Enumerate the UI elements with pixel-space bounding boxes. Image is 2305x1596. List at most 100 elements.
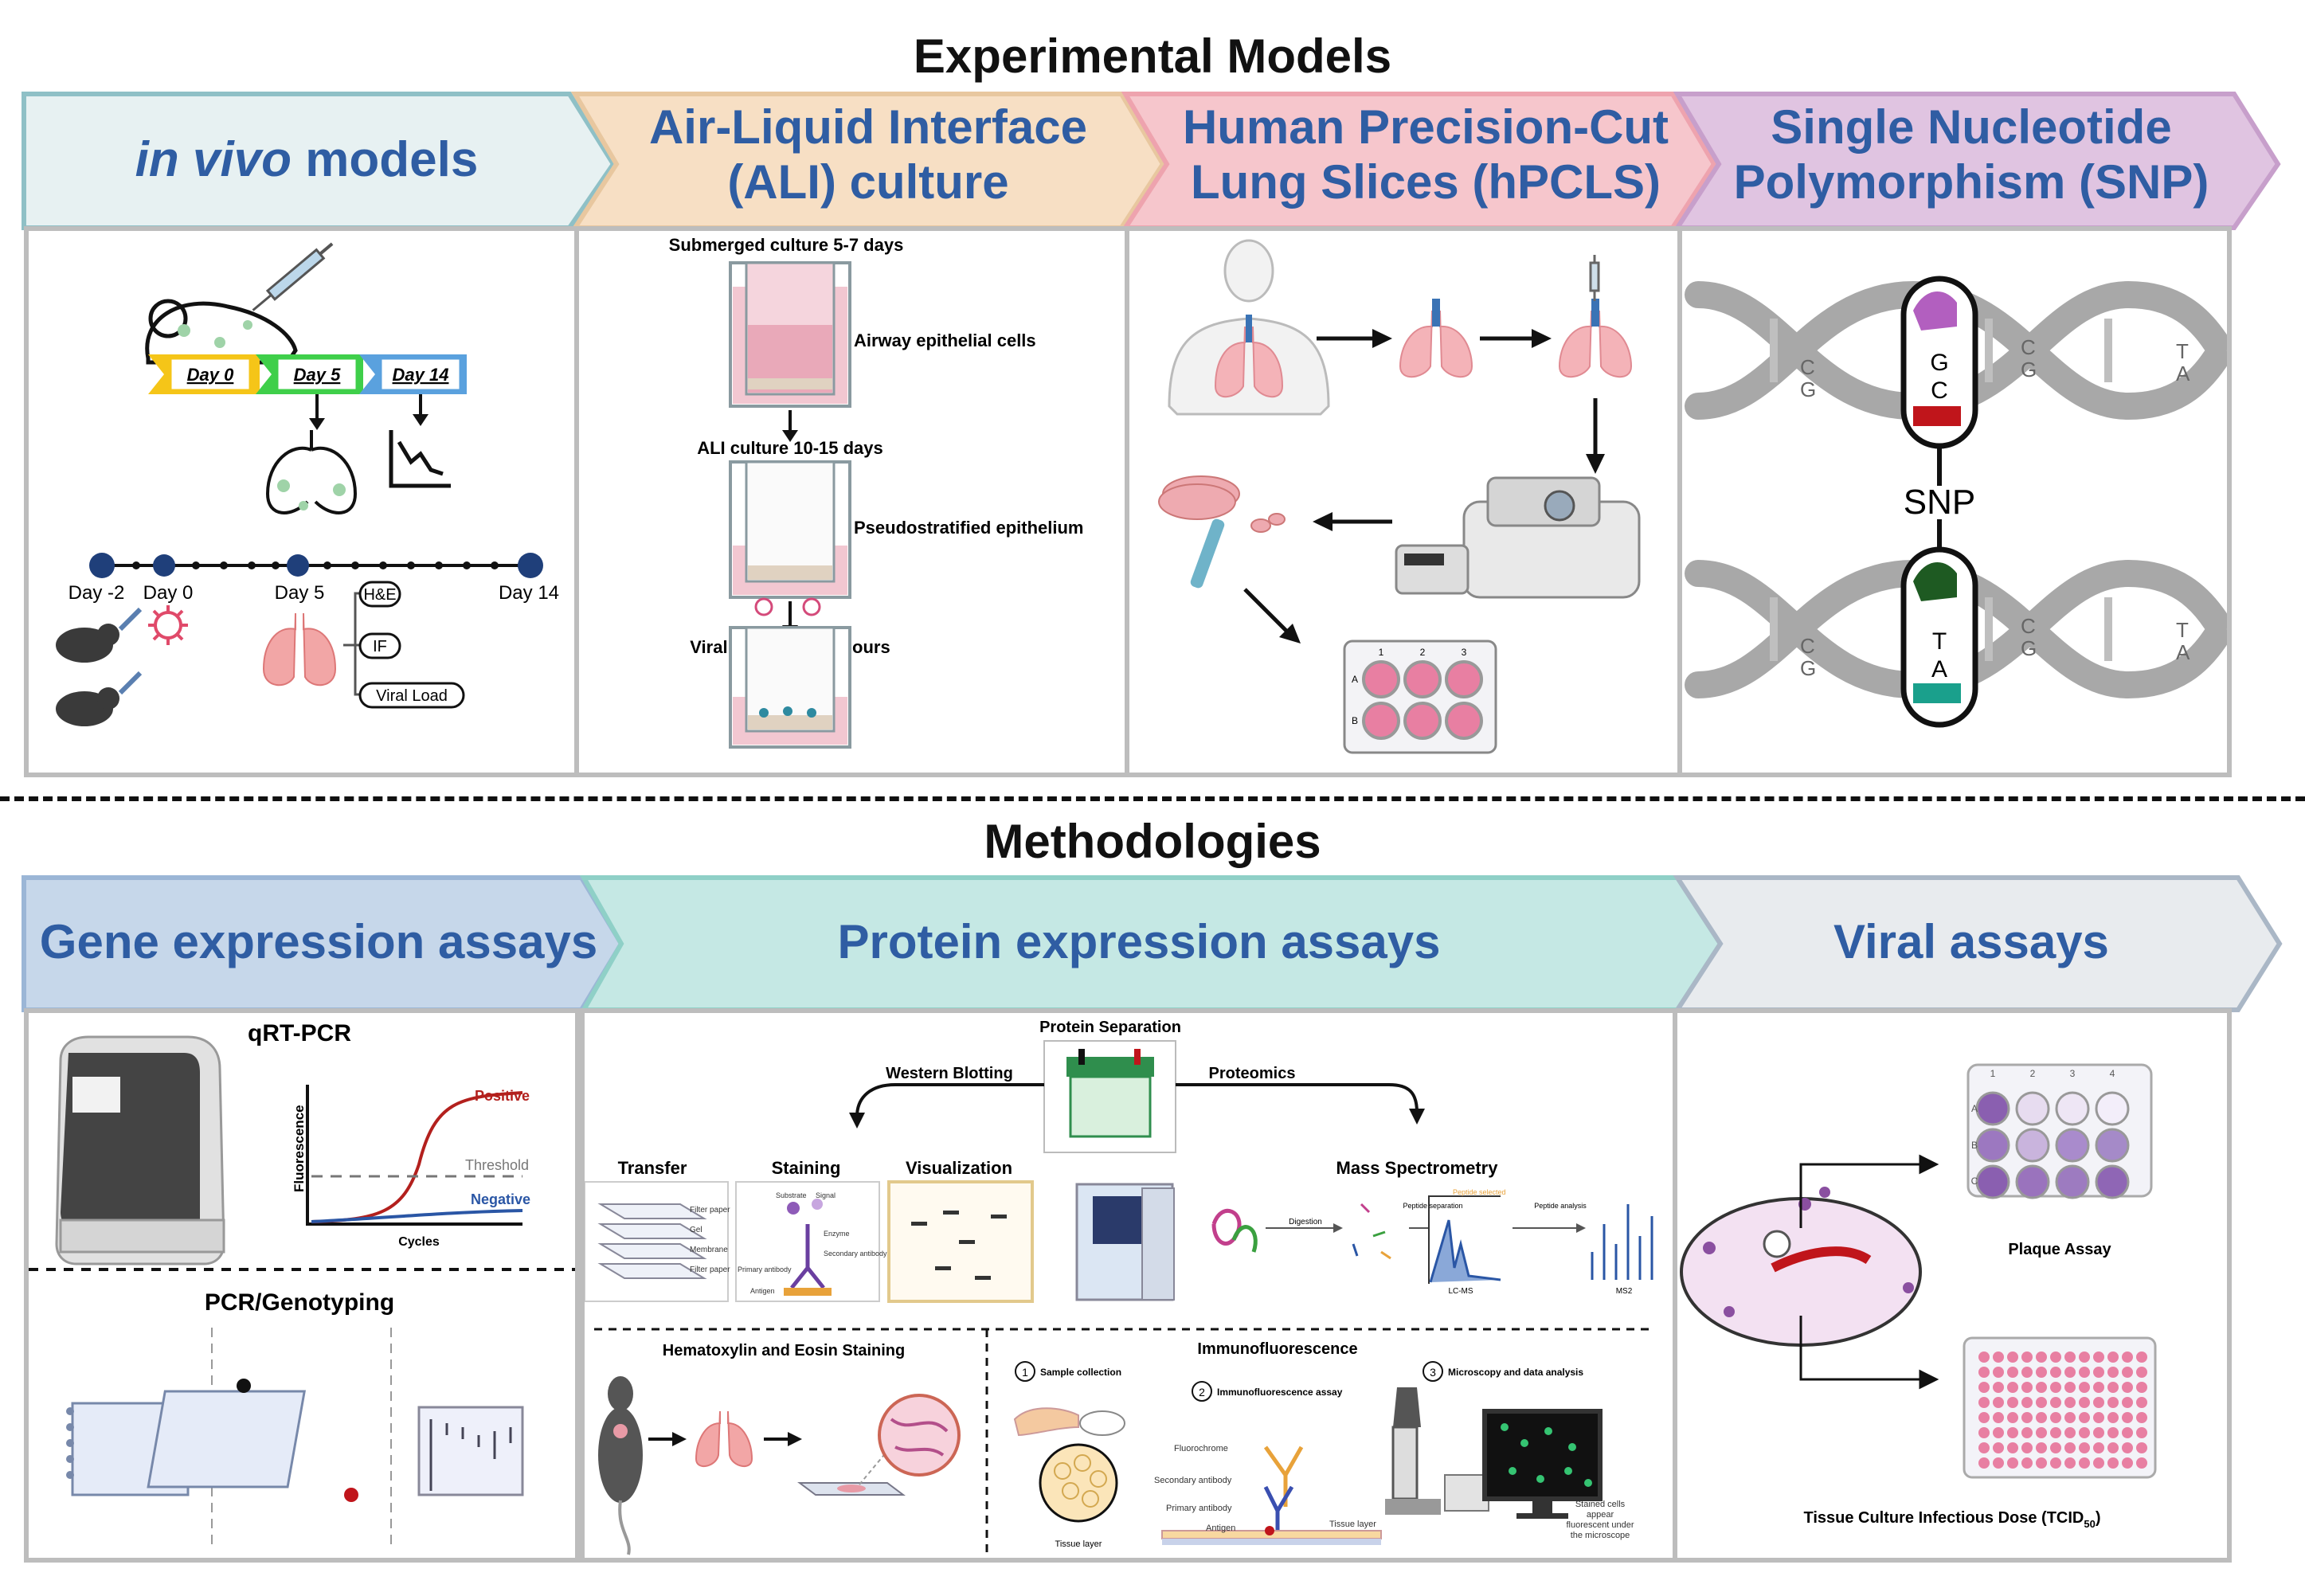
base-g-1: G xyxy=(1800,377,1816,401)
timeline-day-minus2: Day -2 xyxy=(68,582,125,604)
tcid50-well xyxy=(2122,1367,2133,1378)
plaque-well xyxy=(2095,1128,2130,1163)
gel-result-icon xyxy=(417,1406,524,1496)
lungs-injected-icon xyxy=(1558,310,1633,378)
tcid50-well xyxy=(2021,1442,2033,1453)
tcid50-label-end: ) xyxy=(2096,1509,2101,1527)
tcid50-well xyxy=(2007,1442,2018,1453)
enzyme-label: Enzyme xyxy=(824,1230,850,1238)
tcid50-well xyxy=(2079,1367,2090,1378)
tcid50-well xyxy=(1993,1427,2004,1438)
virus-pair-icon xyxy=(754,597,821,616)
base-g-4: G xyxy=(2021,636,2037,660)
tcid50-well xyxy=(2079,1427,2090,1438)
if-label: IF xyxy=(373,638,387,655)
tissue-layer-label: Tissue layer xyxy=(1055,1539,1102,1549)
tcid50-well xyxy=(2079,1412,2090,1423)
tcid50-well xyxy=(2050,1442,2061,1453)
transfer-label: Transfer xyxy=(618,1158,687,1178)
sds-page-icon xyxy=(1043,1040,1176,1153)
base-t-1: T xyxy=(2176,339,2189,363)
if-slide-icon xyxy=(1161,1526,1382,1545)
step-1-label: Sample collection xyxy=(1040,1367,1121,1378)
tcid50-well xyxy=(2093,1352,2104,1363)
day0-tag-label: Day 0 xyxy=(187,365,234,385)
tcid50-well xyxy=(2093,1382,2104,1393)
section-divider xyxy=(0,796,2305,801)
qpcr-machine-icon xyxy=(55,1035,225,1265)
rat-icon xyxy=(598,1376,643,1555)
ali-illustration: Submerged culture 5-7 days Airway epithe… xyxy=(669,235,1084,749)
methodologies-title: Methodologies xyxy=(984,815,1321,868)
if-secondary-label: Secondary antibody xyxy=(1154,1476,1232,1485)
tcid50-well xyxy=(2064,1397,2076,1408)
stained-cells-line2: appear xyxy=(1587,1510,1614,1520)
tcid50-well xyxy=(2093,1412,2104,1423)
tcid50-well xyxy=(1978,1397,1990,1408)
tcid50-well xyxy=(2136,1367,2147,1378)
vibratome-icon xyxy=(1395,476,1641,599)
tcid50-well xyxy=(2064,1412,2076,1423)
fluorochrome-label: Fluorochrome xyxy=(1174,1444,1228,1453)
tcid50-well xyxy=(1978,1382,1990,1393)
base-c-2: C xyxy=(1800,634,1815,658)
tcid50-well xyxy=(2007,1397,2018,1408)
virus-icon xyxy=(148,605,188,645)
base-c-top: C xyxy=(1931,377,1948,404)
strand-teal xyxy=(1913,683,1961,703)
fluorescence-axis-label: Fluorescence xyxy=(292,1105,307,1192)
base-g-2: G xyxy=(1800,656,1816,680)
methodologies-header-arrows xyxy=(22,875,2283,1012)
pcr-genotyping-title: PCR/Genotyping xyxy=(205,1289,394,1316)
hpcls-illustration: 1 2 3 A B xyxy=(1158,239,1641,754)
plaque-well xyxy=(1975,1091,2010,1126)
plaque-well xyxy=(1975,1164,2010,1199)
peptide-selected-label: Peptide selected xyxy=(1453,1188,1506,1196)
tcid50-well xyxy=(2122,1442,2133,1453)
antibody-staining-icon xyxy=(735,1181,880,1302)
in-vivo-rest: models xyxy=(292,132,479,187)
tcid50-well xyxy=(2107,1457,2119,1469)
step-2-number: 2 xyxy=(1199,1386,1205,1398)
tcid50-well xyxy=(2036,1427,2047,1438)
in-vivo-italic: in vivo xyxy=(135,132,292,187)
gene-header: Gene expression assays xyxy=(39,915,598,968)
tcid50-label-sub: 50 xyxy=(2084,1518,2095,1530)
filter-paper-label-2: Filter paper xyxy=(690,1265,730,1274)
tcid50-label: Tissue Culture Infectious Dose (TCID50) xyxy=(1803,1509,2100,1530)
strand-red xyxy=(1913,406,1961,426)
tcid50-well xyxy=(2079,1397,2090,1408)
tcid50-well xyxy=(2036,1457,2047,1469)
tcid50-well xyxy=(2036,1397,2047,1408)
viral-header-shape xyxy=(1673,875,2283,1012)
plaque-col-2: 2 xyxy=(2030,1068,2036,1079)
strand-dark-green xyxy=(1913,562,1957,601)
timeline-day14: Day 14 xyxy=(499,582,559,604)
day14-tag-label: Day 14 xyxy=(393,365,449,385)
pseudostratified-label: Pseudostratified epithelium xyxy=(854,518,1084,538)
tcid50-well xyxy=(2064,1427,2076,1438)
base-a-2: A xyxy=(2176,640,2190,664)
tcid50-well xyxy=(2107,1352,2119,1363)
ali-header-line1: Air-Liquid Interface xyxy=(648,100,1088,154)
peptides-icon xyxy=(1352,1203,1391,1260)
signal-label: Signal xyxy=(816,1191,836,1199)
tcid50-well xyxy=(2036,1442,2047,1453)
tcid50-well xyxy=(2064,1442,2076,1453)
snp-header-shape xyxy=(1673,92,2281,230)
ms2-label: MS2 xyxy=(1616,1287,1633,1296)
tcid50-well xyxy=(2136,1397,2147,1408)
plate-col-2: 2 xyxy=(1420,647,1426,658)
plaque-well xyxy=(2055,1164,2090,1199)
slide-icon xyxy=(797,1482,906,1496)
snp-label: SNP xyxy=(1904,483,1975,522)
tcid50-well xyxy=(2007,1382,2018,1393)
if-primary-label: Primary antibody xyxy=(1166,1504,1232,1513)
stained-cells-line4: the microscope xyxy=(1571,1531,1630,1540)
base-t-bottom: T xyxy=(1932,628,1947,655)
airway-cells-label: Airway epithelial cells xyxy=(854,331,1036,350)
microscope-icon xyxy=(1385,1387,1489,1515)
plate-row-a: A xyxy=(1352,674,1358,685)
